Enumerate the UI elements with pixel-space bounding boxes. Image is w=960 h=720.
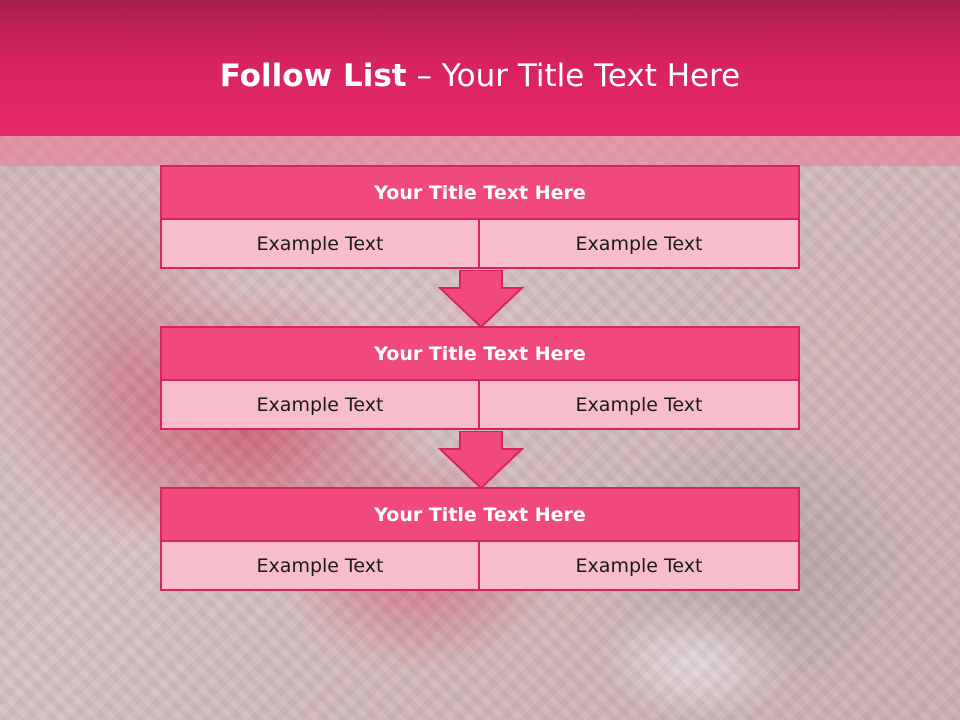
box-row: Example Text Example Text <box>160 220 800 269</box>
box-cell-right: Example Text <box>480 381 800 430</box>
box-cell-right: Example Text <box>480 220 800 269</box>
box-row: Example Text Example Text <box>160 542 800 591</box>
header-bar <box>0 0 960 136</box>
slide-title-bold: Follow List <box>219 58 407 94</box>
box-cell-left: Example Text <box>160 381 480 430</box>
box-row: Example Text Example Text <box>160 381 800 430</box>
list-box-1: Your Title Text Here Example Text Exampl… <box>160 165 800 269</box>
slide-title-rest: – Your Title Text Here <box>406 58 741 94</box>
down-arrow-icon <box>438 431 524 489</box>
box-cell-left: Example Text <box>160 542 480 591</box>
list-box-3: Your Title Text Here Example Text Exampl… <box>160 487 800 591</box>
header-band <box>0 136 960 166</box>
slide-title: Follow List – Your Title Text Here <box>0 50 960 102</box>
down-arrow-icon <box>438 270 524 328</box>
box-title: Your Title Text Here <box>160 326 800 381</box>
list-box-2: Your Title Text Here Example Text Exampl… <box>160 326 800 430</box>
box-cell-right: Example Text <box>480 542 800 591</box>
box-title: Your Title Text Here <box>160 487 800 542</box>
box-title: Your Title Text Here <box>160 165 800 220</box>
box-cell-left: Example Text <box>160 220 480 269</box>
